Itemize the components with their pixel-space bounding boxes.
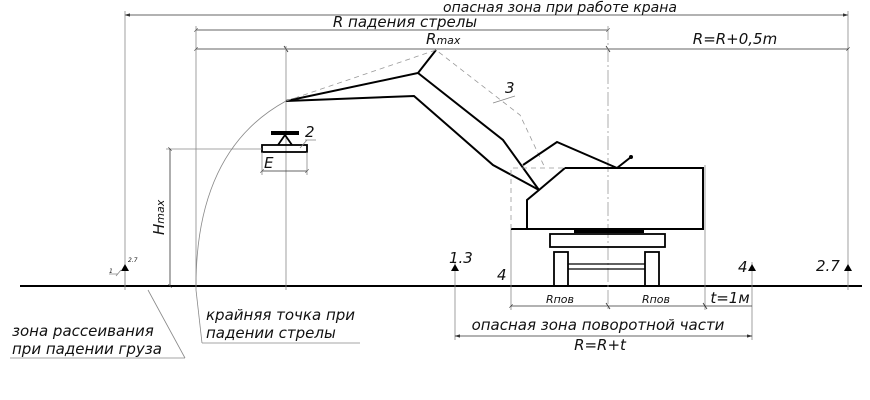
crane-body (510, 140, 704, 287)
boom-fall-radius-label: R падения стрелы (333, 13, 477, 31)
marker-4: 4 (738, 258, 756, 276)
marker-1-3: 1.3 (449, 249, 473, 271)
rotating-danger-zone-dimension: опасная зона поворотной части R=R+t (454, 316, 753, 354)
r-plus-half-label: R=R+0,5m (693, 30, 777, 48)
svg-text:при падении груза: при падении груза (12, 340, 162, 358)
svg-text:1: 1 (109, 268, 113, 275)
marker-1: 1 2.7 (109, 257, 138, 286)
rmax-label: Rmax (426, 30, 461, 48)
boom-fall-arc (195, 100, 287, 287)
svg-text:зона рассеивания: зона рассеивания (12, 322, 154, 340)
svg-text:крайняя точка при: крайняя точка при (206, 306, 355, 324)
callout-2: 2 (305, 123, 315, 141)
svg-text:4: 4 (738, 258, 748, 276)
svg-text:2.7: 2.7 (128, 257, 138, 264)
hmax-dimension: Hmax (150, 147, 262, 288)
boom-fall-radius-dimension: R падения стрелы (194, 13, 610, 32)
r-plus-t-label: R=R+t (574, 336, 627, 354)
boom: 3 (285, 49, 546, 191)
rotation-radius-dimension: Rпов Rпов t=1м (509, 289, 752, 310)
rotating-danger-zone-label: опасная зона поворотной части (472, 316, 725, 334)
rmax-dimension: Rmax R=R+0,5m (194, 30, 850, 53)
r-pov-label-2: Rпов (642, 293, 670, 306)
marker-2-7: 2.7 (816, 257, 852, 275)
ground-label-4: 4 (497, 266, 507, 284)
svg-text:1.3: 1.3 (449, 249, 473, 267)
svg-text:падении стрелы: падении стрелы (206, 324, 336, 342)
scatter-zone-note: зона рассеивания при падении груза (10, 289, 186, 359)
t-1m-label: t=1м (710, 289, 749, 307)
svg-text:2.7: 2.7 (816, 257, 840, 275)
callout-3: 3 (505, 79, 515, 97)
extreme-point-note: крайняя точка при падении стрелы (195, 289, 360, 344)
r-pov-label-1: Rпов (546, 293, 574, 306)
load: 2 E (260, 123, 316, 175)
e-label: E (264, 154, 274, 172)
crane-danger-zone-dimension: опасная зона при работе крана (124, 0, 849, 290)
hmax-label: Hmax (150, 199, 168, 235)
crane-danger-zone-label: опасная зона при работе крана (443, 0, 677, 16)
